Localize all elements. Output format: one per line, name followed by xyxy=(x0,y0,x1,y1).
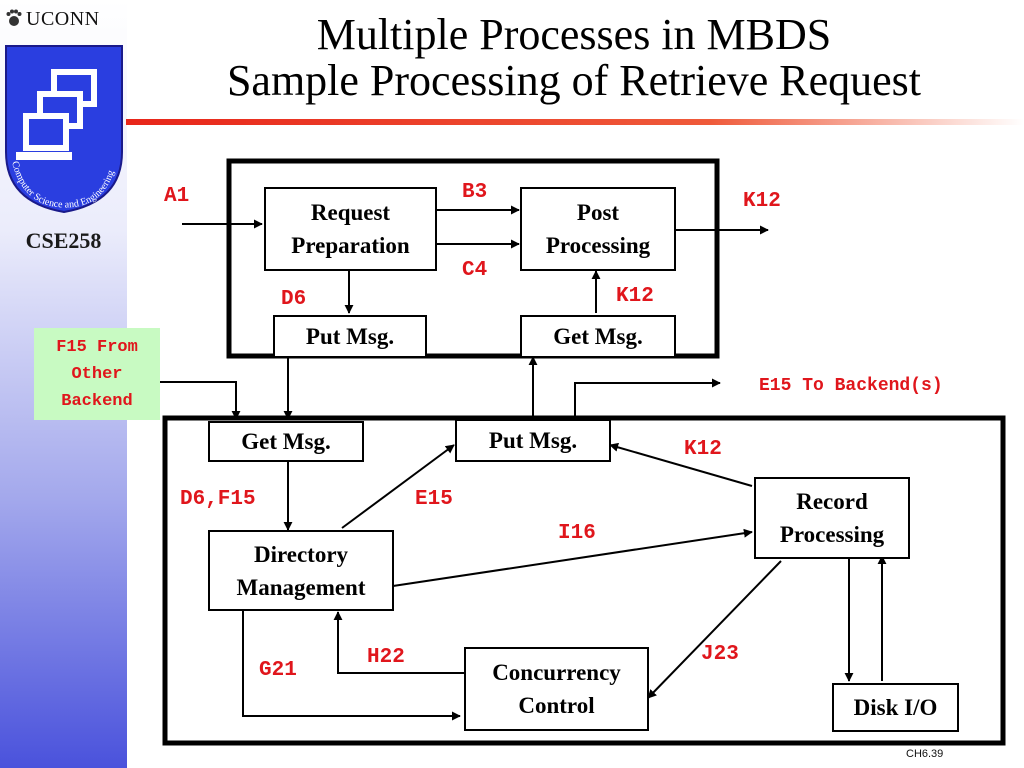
put-msg-top-label: Put Msg. xyxy=(305,324,395,349)
f15-note-line-1: F15 From xyxy=(56,337,138,357)
code-j23: J23 xyxy=(701,643,739,666)
page-number: CH6.39 xyxy=(906,748,944,760)
post-processing-line-1: Post xyxy=(576,200,620,225)
code-k12-get: K12 xyxy=(616,285,654,308)
concurrency-control-line-1: Concurrency xyxy=(492,660,621,685)
arrow-j23 xyxy=(647,560,782,699)
post-processing-box: Post Processing xyxy=(520,187,676,271)
backend-frame xyxy=(162,415,1006,746)
code-c4: C4 xyxy=(462,259,488,282)
code-i16: I16 xyxy=(558,522,596,545)
put-msg-bottom-label: Put Msg. xyxy=(488,428,578,453)
concurrency-control-line-2: Control xyxy=(518,693,595,718)
request-preparation-box: Request Preparation xyxy=(264,187,437,271)
arrow-k12-record xyxy=(609,442,753,487)
code-a1: A1 xyxy=(164,185,190,208)
arrow-e15 xyxy=(341,444,455,529)
request-preparation-line-1: Request xyxy=(310,200,391,225)
code-d6: D6 xyxy=(281,288,307,311)
course-code: CSE258 xyxy=(25,228,102,253)
arrow-e15-to-backends xyxy=(574,378,721,418)
code-k12-record: K12 xyxy=(684,438,722,461)
code-g21: G21 xyxy=(259,659,297,682)
disk-io-box: Disk I/O xyxy=(832,683,959,732)
arrow-h22 xyxy=(333,611,464,674)
request-preparation-line-2: Preparation xyxy=(291,233,410,258)
title-line-1: Multiple Processes in MBDS xyxy=(316,10,832,59)
code-k12-out: K12 xyxy=(743,190,781,213)
get-msg-bottom-label: Get Msg. xyxy=(241,429,331,454)
slide-title: Multiple Processes in MBDS Sample Proces… xyxy=(130,12,1018,104)
title-divider xyxy=(126,119,1024,125)
record-processing-line-1: Record xyxy=(796,489,868,514)
directory-management-line-2: Management xyxy=(236,574,366,600)
code-d6-f15: D6,F15 xyxy=(180,488,256,511)
code-e15: E15 xyxy=(415,488,453,511)
code-e15-to-backends: E15 To Backend(s) xyxy=(759,376,943,396)
f15-from-other-backend-note: F15 From Other Backend xyxy=(34,328,160,420)
paw-print-icon xyxy=(6,9,22,26)
put-msg-top-box: Put Msg. xyxy=(273,315,427,358)
f15-note-line-2: Other xyxy=(71,364,123,384)
disk-io-label: Disk I/O xyxy=(853,695,938,720)
arrow-g21 xyxy=(242,609,461,721)
code-h22: H22 xyxy=(367,646,405,669)
code-b3: B3 xyxy=(462,181,488,204)
uconn-brand: UCONN xyxy=(26,8,100,30)
host-frame xyxy=(226,158,720,359)
record-processing-box: Record Processing xyxy=(754,477,910,559)
arrow-f15 xyxy=(160,381,241,420)
f15-note-line-3: Backend xyxy=(61,391,133,411)
arrow-i16 xyxy=(392,528,753,587)
concurrency-control-box: Concurrency Control xyxy=(464,647,649,731)
cse-logo-icon: Computer Science and Engineering xyxy=(5,45,123,214)
directory-management-line-1: Directory xyxy=(253,541,349,567)
get-msg-bottom-box: Get Msg. xyxy=(208,421,364,462)
directory-management-box: Directory Management xyxy=(208,530,394,611)
get-msg-top-label: Get Msg. xyxy=(553,324,643,349)
put-msg-bottom-box: Put Msg. xyxy=(455,419,611,462)
post-processing-line-2: Processing xyxy=(545,233,651,258)
get-msg-top-box: Get Msg. xyxy=(520,315,676,358)
record-processing-line-2: Processing xyxy=(779,522,885,547)
title-line-2: Sample Processing of Retrieve Request xyxy=(226,56,922,105)
